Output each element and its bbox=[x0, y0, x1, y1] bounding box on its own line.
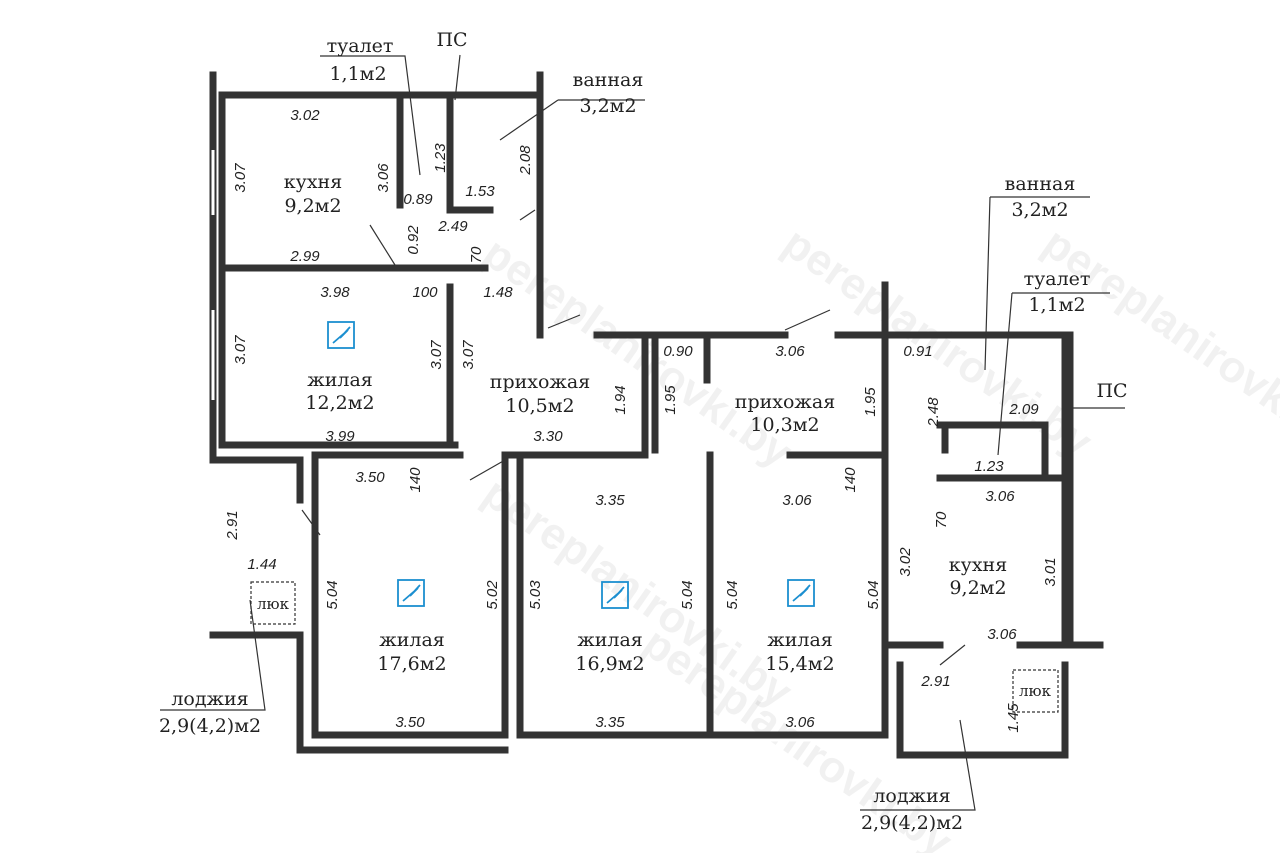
dimension: 3.02 bbox=[290, 107, 320, 124]
dimension: 3.06 bbox=[987, 626, 1017, 643]
watermarks: pereplanirovki.by pereplanirovki.by pere… bbox=[474, 218, 1280, 853]
room-area: 16,9м2 bbox=[575, 653, 644, 675]
leader-lines bbox=[160, 54, 1125, 811]
room-name: жилая bbox=[577, 629, 643, 651]
dimension: 1.48 bbox=[483, 284, 513, 301]
dimension: 2.48 bbox=[925, 397, 942, 428]
dimension: 3.50 bbox=[395, 714, 425, 731]
dimension: 5.04 bbox=[724, 580, 741, 609]
room-area: 9,2м2 bbox=[949, 577, 1006, 599]
dimension: 2.91 bbox=[224, 510, 241, 540]
dimension: 2.08 bbox=[517, 145, 534, 176]
dimension: 3.07 bbox=[232, 163, 249, 193]
room-name: жилая bbox=[767, 629, 833, 651]
room-name: прихожая bbox=[735, 391, 835, 413]
dimension: 3.98 bbox=[320, 284, 350, 301]
dimension: 5.04 bbox=[865, 580, 882, 609]
room-area: 2,9(4,2)м2 bbox=[159, 715, 261, 737]
dimension: 5.04 bbox=[324, 580, 341, 609]
room-area: 3,2м2 bbox=[1011, 199, 1068, 221]
dimension: 2.99 bbox=[289, 248, 320, 265]
hatch-box bbox=[250, 581, 296, 625]
dimension: 3.02 bbox=[897, 547, 914, 577]
ps-label: ПС bbox=[436, 29, 467, 51]
dimension: 3.06 bbox=[375, 163, 392, 193]
dimension: 1.23 bbox=[974, 458, 1004, 475]
ps-label: ПС bbox=[1096, 380, 1127, 402]
room-area: 10,3м2 bbox=[750, 414, 819, 436]
dimension: 140 bbox=[842, 467, 859, 493]
dimension: 3.99 bbox=[325, 428, 355, 445]
room-name: ванная bbox=[1005, 173, 1076, 195]
room-area: 1,1м2 bbox=[329, 63, 386, 85]
dimension: 1.23 bbox=[432, 143, 449, 173]
room-area: 9,2м2 bbox=[284, 195, 341, 217]
dimension: 3.07 bbox=[232, 335, 249, 365]
dimension: 2.49 bbox=[437, 218, 468, 235]
dimension: 1.45 bbox=[1005, 703, 1022, 733]
hatch-label: люк bbox=[257, 595, 290, 613]
room-labels: туалет 1,1м2 ПС ванная 3,2м2 кухня 9,2м2… bbox=[159, 29, 1128, 834]
dimension: 5.03 bbox=[527, 580, 544, 610]
room-name: кухня bbox=[284, 171, 342, 193]
dimension: 5.02 bbox=[484, 580, 501, 610]
watermark: pereplanirovki.by bbox=[474, 228, 801, 477]
living-room-icons bbox=[327, 321, 815, 609]
dimension-labels: 3.02 3.07 3.06 1.23 0.89 1.53 2.08 0.92 … bbox=[224, 107, 1059, 733]
dimension: 1.53 bbox=[465, 183, 495, 200]
dimension: 5.04 bbox=[679, 580, 696, 609]
living-room-icon bbox=[327, 321, 355, 349]
living-room-icon bbox=[601, 581, 629, 609]
room-area: 17,6м2 bbox=[377, 653, 446, 675]
room-name: прихожая bbox=[490, 371, 590, 393]
dimension: 3.35 bbox=[595, 492, 625, 509]
dimension: 2.91 bbox=[920, 673, 950, 690]
room-area: 2,9(4,2)м2 bbox=[861, 812, 963, 834]
walls bbox=[209, 71, 1104, 759]
dimension: 3.06 bbox=[775, 343, 805, 360]
room-area: 15,4м2 bbox=[765, 653, 834, 675]
dimension: 3.07 bbox=[428, 340, 445, 370]
dimension: 100 bbox=[412, 284, 438, 301]
room-name: ванная bbox=[573, 69, 644, 91]
dimension: 140 bbox=[407, 467, 424, 493]
dimension: 3.01 bbox=[1042, 557, 1059, 586]
room-area: 1,1м2 bbox=[1028, 294, 1085, 316]
dimension: 3.30 bbox=[533, 428, 563, 445]
room-name: лоджия bbox=[171, 688, 248, 710]
living-room-icon bbox=[397, 579, 425, 607]
dimension: 0.89 bbox=[403, 191, 433, 208]
dimension: 3.50 bbox=[355, 469, 385, 486]
dimension: 1.94 bbox=[612, 385, 629, 414]
dimension: 0.91 bbox=[903, 343, 932, 360]
room-name: жилая bbox=[307, 369, 373, 391]
room-name: лоджия bbox=[873, 785, 950, 807]
living-room-icon bbox=[787, 579, 815, 607]
dimension: 0.92 bbox=[405, 225, 422, 255]
room-name: туалет bbox=[327, 35, 394, 57]
dimension: 70 bbox=[468, 246, 485, 263]
dimension: 1.44 bbox=[247, 556, 276, 573]
dimension: 70 bbox=[933, 511, 950, 528]
dimension: 0.90 bbox=[663, 343, 693, 360]
room-name: кухня bbox=[949, 554, 1007, 576]
room-name: туалет bbox=[1024, 268, 1091, 290]
hatch-box bbox=[1012, 669, 1059, 713]
dimension: 2.09 bbox=[1008, 401, 1039, 418]
dimension: 3.06 bbox=[782, 492, 812, 509]
room-area: 3,2м2 bbox=[579, 95, 636, 117]
room-area: 12,2м2 bbox=[305, 392, 374, 414]
dimension: 3.35 bbox=[595, 714, 625, 731]
dimension: 3.06 bbox=[785, 714, 815, 731]
dimension: 1.95 bbox=[662, 385, 679, 415]
dimension: 3.06 bbox=[985, 488, 1015, 505]
room-area: 10,5м2 bbox=[505, 395, 574, 417]
dimension: 3.07 bbox=[460, 340, 477, 370]
hatch-label: люк bbox=[1019, 682, 1052, 700]
dimension: 1.95 bbox=[862, 387, 879, 417]
room-name: жилая bbox=[379, 629, 445, 651]
